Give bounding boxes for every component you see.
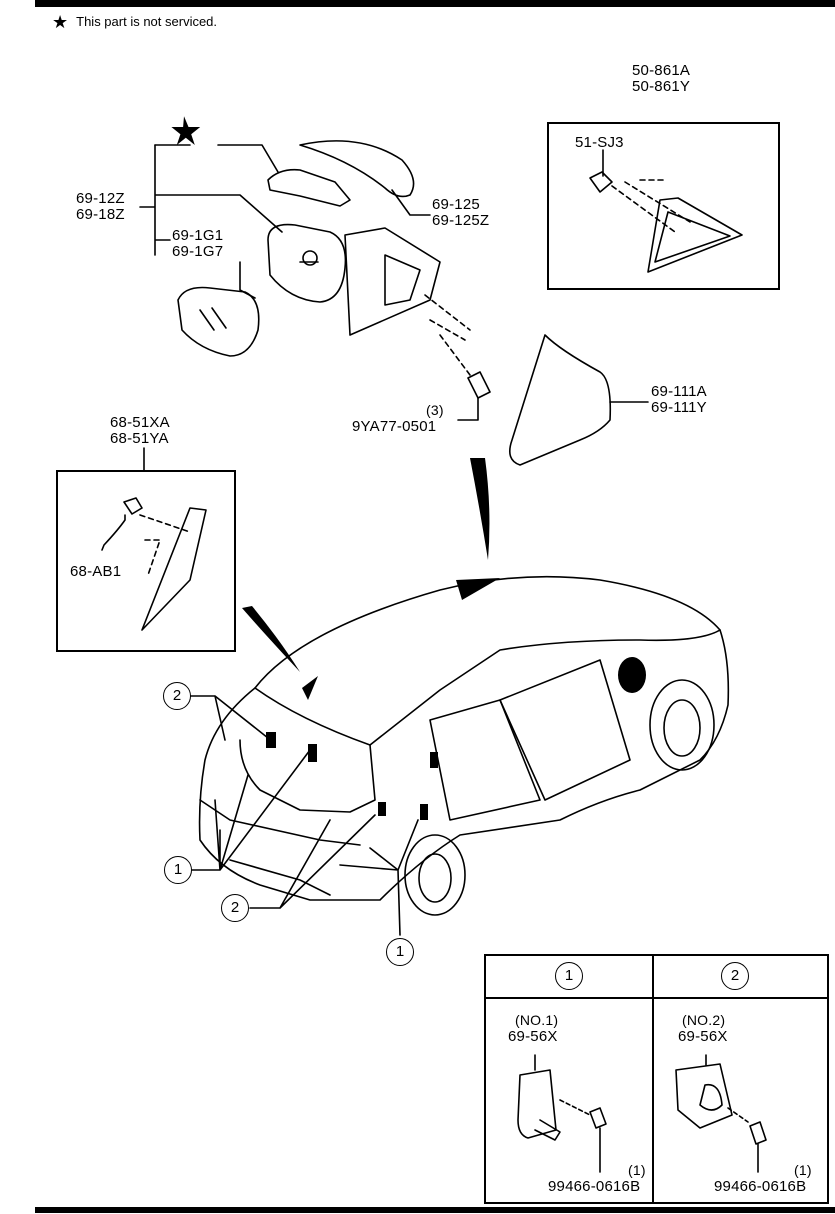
label-69-125z: 69-125Z xyxy=(432,212,490,229)
no1-part: 69-56X xyxy=(508,1028,558,1045)
label-68-ab1: 68-AB1 xyxy=(70,563,122,580)
bolt-no2 xyxy=(749,1121,767,1145)
table-header-divider xyxy=(486,997,827,999)
label-68-51ya: 68-51YA xyxy=(110,430,169,447)
no1-bolt: 99466-0616B xyxy=(548,1178,641,1195)
label-bolt-qty: (3) xyxy=(426,402,444,418)
star-icon: ★ xyxy=(52,12,69,32)
label-69-1g7: 69-1G7 xyxy=(172,243,224,260)
clip-51-sj3 xyxy=(589,171,613,193)
pointer-arrow-top xyxy=(470,458,490,560)
table-header-1: 1 xyxy=(555,962,583,990)
table-vertical-divider xyxy=(652,956,654,1202)
no1-qty: (1) xyxy=(628,1162,646,1178)
leader-bolt xyxy=(457,397,479,421)
note-text: This part is not serviced. xyxy=(76,14,218,29)
no2-part: 69-56X xyxy=(678,1028,728,1045)
leader-69-125 xyxy=(391,189,431,216)
garnish-68-51 xyxy=(141,507,207,631)
label-51-sj3: 51-SJ3 xyxy=(575,134,624,151)
label-68-51xa: 68-51XA xyxy=(110,414,170,431)
label-9ya77-0501: 9YA77-0501 xyxy=(352,418,437,435)
bolt-no1 xyxy=(589,1107,607,1129)
mirror-cover-cap xyxy=(299,140,415,198)
callout-2: 2 xyxy=(163,682,191,710)
no2-label: (NO.2) xyxy=(682,1012,726,1028)
no2-qty: (1) xyxy=(794,1162,812,1178)
clip-68-ab1 xyxy=(123,497,143,515)
table-header-2: 2 xyxy=(721,962,749,990)
callout-1: 1 xyxy=(386,938,414,966)
star-icon-leader xyxy=(171,116,201,145)
leader-star xyxy=(154,144,279,173)
no2-bolt: 99466-0616B xyxy=(714,1178,807,1195)
callout-2: 2 xyxy=(221,894,249,922)
not-serviced-note: ★ This part is not serviced. xyxy=(52,12,217,33)
label-69-12z: 69-12Z xyxy=(76,190,125,207)
mirror-small-cover xyxy=(267,168,351,207)
pointer-arrow-left xyxy=(242,606,300,672)
label-69-111y: 69-111Y xyxy=(651,399,707,416)
bolt-9ya77 xyxy=(467,371,491,399)
mirror-housing xyxy=(267,223,347,303)
garnish-50-861 xyxy=(647,197,743,273)
callout-1: 1 xyxy=(164,856,192,884)
label-50-861y: 50-861Y xyxy=(632,78,691,95)
bracket-no1 xyxy=(517,1069,557,1139)
label-69-111a: 69-111A xyxy=(651,383,707,400)
label-69-125: 69-125 xyxy=(432,196,480,213)
mirror-glass xyxy=(177,286,260,357)
fastener-table: 1 2 (NO.1) 69-56X (NO.2) 69-56X (1) 9946… xyxy=(484,954,829,1204)
bottom-rule xyxy=(35,1207,835,1213)
leader-69-12z xyxy=(139,144,283,256)
garnish-69-111 xyxy=(509,334,612,466)
label-69-1g1: 69-1G1 xyxy=(172,227,224,244)
no1-label: (NO.1) xyxy=(515,1012,559,1028)
label-69-18z: 69-18Z xyxy=(76,206,125,223)
mirror-bracket xyxy=(344,227,441,336)
bracket-no2 xyxy=(675,1063,733,1129)
label-50-861a: 50-861A xyxy=(632,62,691,79)
top-rule xyxy=(35,0,835,7)
vehicle-body xyxy=(198,575,730,901)
